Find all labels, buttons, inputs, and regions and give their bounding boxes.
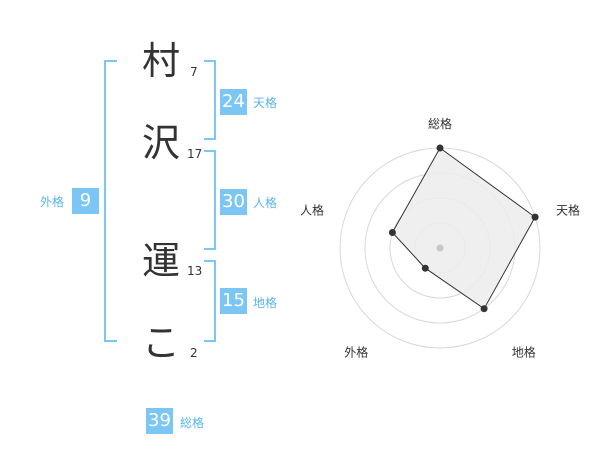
radar-axis-label: 人格	[300, 202, 324, 217]
soukaku-label: 総格	[180, 416, 205, 430]
radar-data-point	[531, 213, 539, 221]
name-char-1: 村	[141, 39, 180, 83]
stroke-count-1: 7	[190, 65, 198, 79]
chikaku-bracket	[204, 260, 216, 342]
radar-center-dot	[436, 244, 444, 252]
radar-axis-label: 地格	[512, 345, 536, 360]
radar-data-polygon	[391, 147, 536, 310]
name-char-2: 沢	[141, 121, 180, 165]
jinkaku-bracket	[204, 150, 216, 250]
tenkaku-value: 24	[220, 89, 247, 115]
jinkaku-label: 人格	[253, 196, 278, 210]
jinkaku-value: 30	[220, 189, 247, 215]
name-char-3: 運	[141, 239, 180, 283]
stroke-count-4: 2	[190, 346, 198, 360]
radar-data-point	[480, 305, 488, 313]
gaikaku-label: 外格	[40, 195, 65, 209]
tenkaku-label: 天格	[253, 96, 278, 110]
radar-axis-label: 総格	[428, 116, 452, 131]
chikaku-label: 地格	[253, 296, 278, 310]
chikaku-value: 15	[220, 288, 247, 314]
gaikaku-bracket	[104, 60, 117, 342]
radar-data-point	[436, 144, 444, 152]
radar-data-point	[421, 264, 429, 272]
radar-axis-label: 外格	[344, 345, 368, 360]
gaikaku-value: 9	[72, 188, 99, 214]
radar-data-point	[388, 229, 396, 236]
tenkaku-bracket	[204, 60, 216, 140]
stroke-count-2: 17	[187, 147, 203, 161]
soukaku-value: 39	[146, 408, 173, 434]
radar-axis-label: 天格	[556, 202, 580, 217]
name-char-4: こ	[141, 321, 180, 365]
stroke-count-3: 13	[187, 264, 203, 278]
